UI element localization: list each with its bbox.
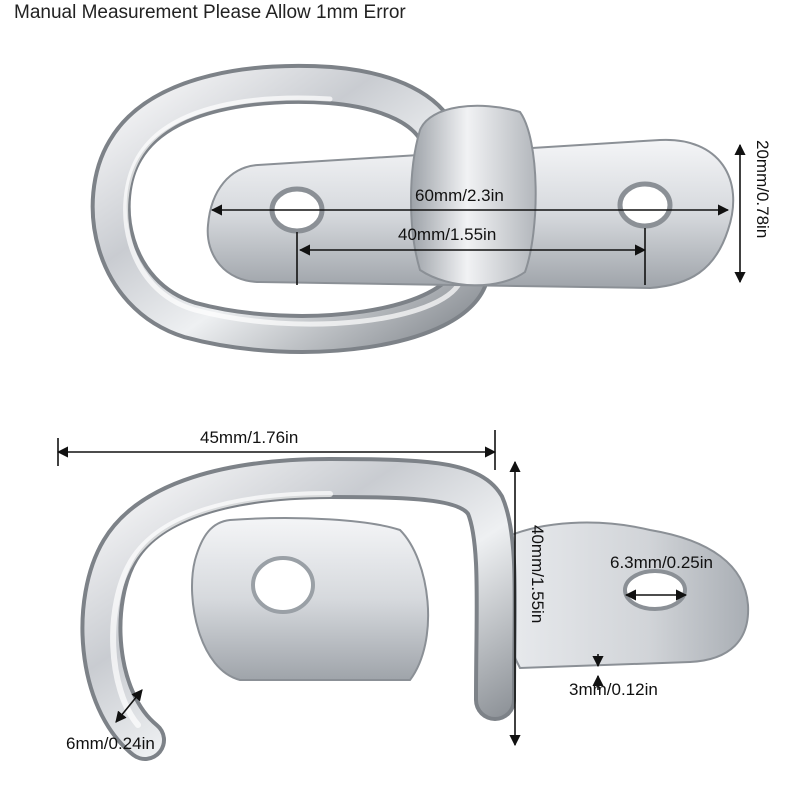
- plate-height-label: 20mm/0.78in: [753, 140, 772, 239]
- plate-thickness-label: 3mm/0.12in: [569, 680, 658, 699]
- top-d-ring-part: [90, 63, 735, 354]
- page-title: Manual Measurement Please Allow 1mm Erro…: [14, 2, 406, 23]
- bottom-hole-right: [623, 569, 687, 611]
- hole-diameter-label: 6.3mm/0.25in: [610, 553, 713, 572]
- ring-diameter-line: [115, 689, 143, 723]
- ring-diameter-label: 6mm/0.24in: [66, 734, 155, 753]
- hole-center-label: 40mm/1.55in: [398, 225, 497, 244]
- bottom-dimension-lines: [56, 430, 688, 747]
- overall-height-label: 40mm/1.55in: [528, 525, 547, 624]
- top-strap: [410, 104, 537, 287]
- overall-length-label: 45mm/1.76in: [200, 428, 299, 447]
- bottom-d-ring-part: [80, 456, 750, 761]
- top-hole-right: [617, 181, 673, 229]
- top-dimension-lines: [210, 143, 746, 285]
- bottom-hole-left: [251, 556, 315, 614]
- hole-span-label: 60mm/2.3in: [415, 186, 504, 205]
